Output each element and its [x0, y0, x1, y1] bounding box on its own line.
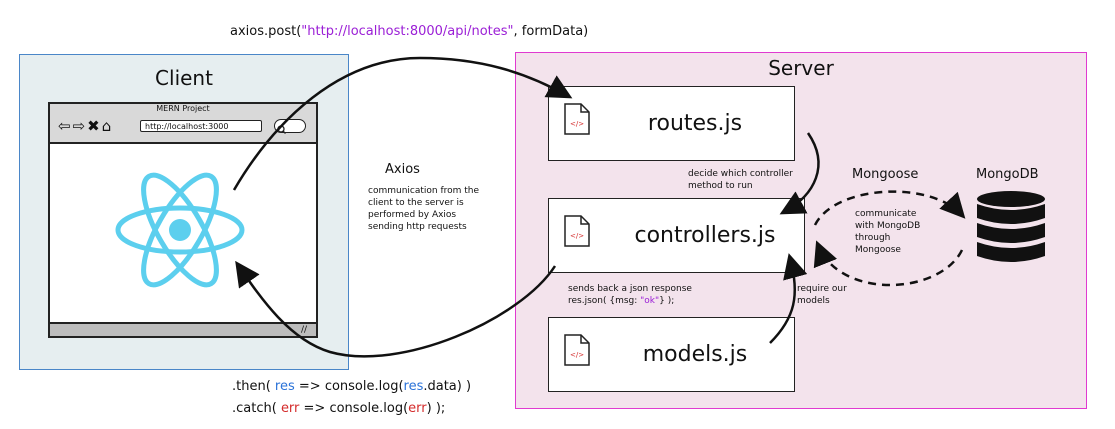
note-line: models [797, 296, 830, 306]
require-models-note: require our models [797, 283, 847, 307]
note-line: decide which controller [688, 169, 793, 179]
axios-line: communication from the [368, 186, 480, 196]
axios-description: communication from the client to the ser… [368, 185, 498, 233]
browser-nav-icons: ⇦⇨✖⌂ [58, 117, 114, 135]
then-code-line: .then( res => console.log(res.data) ) [232, 379, 471, 394]
code-prefix: axios.post( [230, 24, 302, 39]
models-to-controllers-arrow [769, 253, 808, 344]
react-logo-icon [115, 172, 245, 288]
routes-to-controllers-arrow [779, 132, 820, 215]
axios-line: client to the server is [368, 198, 464, 208]
client-title: Client [155, 66, 213, 90]
request-arrow [232, 56, 573, 191]
note-line: res.json( {msg: "ok"} ); [568, 295, 692, 307]
note-code: } ); [659, 296, 675, 306]
browser-status-bar [48, 322, 318, 338]
catch-code-line: .catch( err => console.log(err) ); [232, 401, 445, 416]
code-text: ) ); [426, 401, 446, 416]
code-text: .data) ) [423, 379, 472, 394]
svg-text:</>: </> [570, 120, 584, 128]
mongodb-to-controllers-arrow [813, 240, 964, 287]
mongodb-title: MongoDB [976, 167, 1039, 182]
decide-controller-note: decide which controller method to run [688, 168, 793, 192]
database-icon [977, 191, 1045, 262]
axios-post-code: axios.post("http://localhost:8000/api/no… [230, 24, 588, 39]
communicate-note: communicate with MongoDB through Mongoos… [855, 208, 920, 256]
mongoose-title: Mongoose [852, 167, 919, 182]
browser-url-bar: http://localhost:3000 [140, 120, 262, 132]
routes-file-label: routes.js [647, 111, 743, 136]
sends-back-note: sends back a json response res.json( {ms… [568, 283, 692, 307]
code-arg: err [408, 401, 427, 416]
code-file-icon: </> [564, 103, 590, 135]
note-code: res.json( {msg: [568, 296, 641, 306]
code-text: => console.log( [294, 379, 404, 394]
code-file-icon: </> [564, 334, 590, 366]
controllers-file-label: controllers.js [634, 223, 776, 248]
code-text: .catch( [232, 401, 281, 416]
models-file-label: models.js [642, 342, 748, 367]
resize-grip-icon: // [301, 325, 308, 335]
note-line: with MongoDB [855, 221, 921, 231]
code-url: "http://localhost:8000/api/notes" [301, 24, 514, 39]
code-suffix: , formData) [513, 24, 589, 39]
server-title: Server [768, 56, 834, 80]
axios-title: Axios [385, 162, 420, 177]
code-arg: res [403, 379, 424, 394]
note-line: communicate [855, 209, 917, 219]
response-arrow [235, 260, 557, 358]
code-param: res [274, 379, 295, 394]
code-text: .then( [232, 379, 275, 394]
axios-line: performed by Axios [368, 210, 457, 220]
note-line: sends back a json response [568, 284, 692, 294]
controllers-file-box [548, 198, 805, 273]
note-line: Mongoose [855, 245, 901, 255]
svg-text:</>: </> [570, 232, 584, 240]
note-code-value: "ok" [640, 296, 660, 306]
code-file-icon: </> [564, 215, 590, 247]
code-param: err [280, 401, 300, 416]
note-line: method to run [688, 181, 753, 191]
svg-text:</>: </> [570, 351, 584, 359]
browser-window-title: MERN Project [156, 104, 210, 113]
axios-line: sending http requests [368, 222, 467, 232]
note-line: require our [797, 284, 847, 294]
controllers-to-mongodb-arrow [813, 190, 966, 226]
code-text: => console.log( [299, 401, 409, 416]
note-line: through [855, 233, 891, 243]
